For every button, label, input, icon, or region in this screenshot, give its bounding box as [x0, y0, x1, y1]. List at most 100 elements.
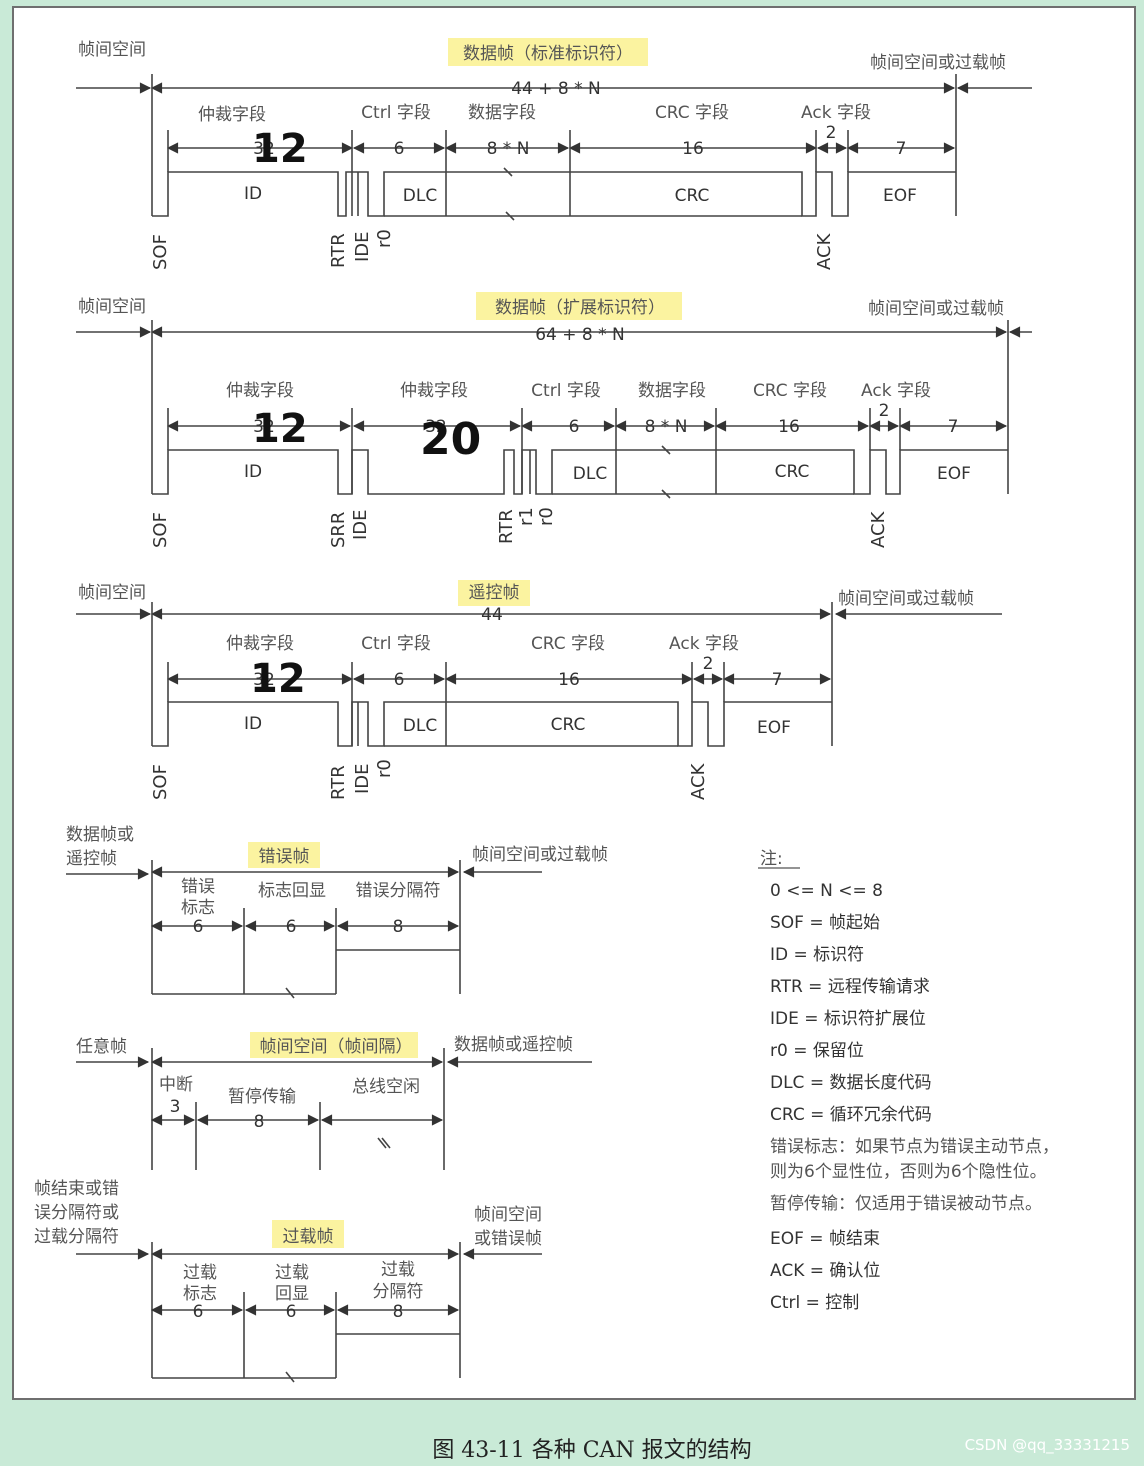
bits-arbitration: 32: [253, 670, 275, 690]
bit-sof: SOF: [150, 764, 171, 800]
note-line: RTR = 远程传输请求: [770, 977, 930, 997]
frame-interframe-text: 帧间空间（帧间隔） 任意帧 数据帧或遥控帧 中断 暂停传输 总线空闲 3 8: [76, 1035, 573, 1132]
box-dlc: DLC: [403, 716, 437, 736]
left-label: 帧间空间: [78, 40, 146, 60]
note-line: SOF = 帧起始: [770, 913, 880, 933]
frame-extended-data: [76, 292, 1032, 499]
bits-ack: 2: [879, 401, 890, 421]
box-crc: CRC: [551, 715, 586, 735]
bit-rtr: RTR: [328, 765, 349, 800]
note-line: EOF = 帧结束: [770, 1229, 880, 1249]
right-label: 帧间空间或过载帧: [870, 53, 1006, 73]
bits-arbitration-1: 32: [253, 417, 275, 437]
frame-title: 遥控帧: [469, 583, 520, 603]
field-crc: CRC 字段: [531, 634, 605, 654]
field-arbitration: 仲裁字段: [226, 634, 294, 654]
left-label: 帧间空间: [78, 297, 146, 317]
bits-overload-flag: 6: [193, 1302, 204, 1322]
box-dlc: DLC: [573, 464, 607, 484]
field-overload-flag-line-1: 过载: [183, 1263, 217, 1283]
bits-eof: 7: [896, 139, 907, 159]
bit-ide: IDE: [352, 763, 373, 794]
right-label-line-2: 或错误帧: [474, 1229, 542, 1249]
bits-data: 8 * N: [645, 417, 688, 437]
bits-data: 8 * N: [487, 139, 530, 159]
note-line: 错误标志：如果节点为错误主动节点，: [770, 1137, 1059, 1157]
bit-ack: ACK: [688, 762, 709, 800]
note-line: CRC = 循环冗余代码: [770, 1105, 932, 1125]
frame-standard-data: [76, 38, 1032, 221]
frame-overload: [76, 1220, 542, 1383]
field-intermission: 中断: [159, 1075, 193, 1095]
bits-ack: 2: [826, 123, 837, 143]
field-error-flag-line-1: 错误: [181, 877, 215, 897]
notes-title: 注:: [760, 849, 783, 869]
field-ack: Ack 字段: [669, 634, 739, 654]
handwritten-note: 12: [252, 126, 308, 172]
field-crc: CRC 字段: [655, 103, 729, 123]
frame-error: [66, 842, 542, 999]
note-line: r0 = 保留位: [770, 1041, 864, 1061]
bit-r0: r0: [536, 507, 557, 526]
bits-intermission: 3: [170, 1097, 181, 1117]
bit-rtr: RTR: [328, 233, 349, 268]
bits-overload-delimiter: 8: [393, 1302, 404, 1322]
field-crc: CRC 字段: [753, 381, 827, 401]
frame-interframe: [76, 1032, 592, 1170]
diagram-panel: 数据帧（标准标识符） 帧间空间 帧间空间或过载帧 44 + 8 * N 仲裁字段…: [12, 6, 1136, 1400]
left-label-line-2: 遥控帧: [66, 849, 117, 869]
right-label: 数据帧或遥控帧: [454, 1035, 573, 1055]
bits-crc: 16: [558, 670, 580, 690]
field-arbitration: 仲裁字段: [198, 105, 266, 125]
box-eof: EOF: [883, 186, 917, 206]
bits-ctrl: 6: [394, 670, 405, 690]
bit-ide: IDE: [350, 509, 371, 540]
box-id: ID: [244, 714, 262, 734]
bits-flag-echo: 6: [286, 917, 297, 937]
can-frame-diagram: 数据帧（标准标识符） 帧间空间 帧间空间或过载帧 44 + 8 * N 仲裁字段…: [34, 38, 1059, 1383]
bits-arbitration-2: 32: [425, 417, 447, 437]
box-crc: CRC: [775, 462, 810, 482]
field-bus-idle: 总线空闲: [352, 1077, 420, 1097]
field-arbitration-1: 仲裁字段: [226, 381, 294, 401]
bit-ack: ACK: [814, 232, 835, 270]
field-overload-echo-line-1: 过载: [275, 1263, 309, 1283]
field-error-flag-line-2: 标志: [181, 898, 215, 918]
field-flag-echo: 标志回显: [258, 881, 326, 901]
notes-legend: 注: 0 <= N <= 8 SOF = 帧起始 ID = 标识符 RTR = …: [758, 849, 1059, 1313]
frame-overload-text: 过载帧 帧结束或错 误分隔符或 过载分隔符 帧间空间 或错误帧 过载 标志 过载…: [34, 1179, 542, 1322]
box-id: ID: [244, 184, 262, 204]
bit-rtr: RTR: [496, 509, 517, 544]
note-line: ID = 标识符: [770, 945, 864, 965]
bit-sof: SOF: [150, 234, 171, 270]
field-ctrl: Ctrl 字段: [531, 381, 601, 401]
bit-ack: ACK: [868, 510, 889, 548]
left-label: 任意帧: [76, 1037, 127, 1057]
frame-title: 错误帧: [259, 847, 310, 867]
left-label-line-3: 过载分隔符: [34, 1227, 119, 1247]
box-dlc: DLC: [403, 186, 437, 206]
frame-standard-text: 数据帧（标准标识符） 帧间空间 帧间空间或过载帧 44 + 8 * N 仲裁字段…: [78, 40, 1006, 270]
note-line: 暂停传输：仅适用于错误被动节点。: [770, 1194, 1042, 1214]
note-line: IDE = 标识符扩展位: [770, 1009, 926, 1029]
frame-title: 数据帧（标准标识符）: [463, 44, 633, 64]
field-data: 数据字段: [468, 103, 536, 123]
bit-r1: r1: [516, 507, 537, 526]
field-ack: Ack 字段: [861, 381, 931, 401]
field-overload-flag-line-2: 标志: [183, 1284, 217, 1304]
left-label: 帧间空间: [78, 583, 146, 603]
handwritten-note-2: 20: [420, 414, 481, 465]
bits-ack: 2: [703, 654, 714, 674]
bits-ctrl: 6: [569, 417, 580, 437]
bits-suspend-transmission: 8: [254, 1112, 265, 1132]
frame-remote: [76, 580, 1002, 747]
bit-r0: r0: [374, 759, 395, 778]
bit-r0: r0: [374, 229, 395, 248]
right-label: 帧间空间或过载帧: [838, 589, 974, 609]
left-label-line-1: 数据帧或: [66, 825, 134, 845]
total-bits-label: 44 + 8 * N: [511, 79, 601, 99]
note-line: 0 <= N <= 8: [770, 881, 883, 901]
note-line: 则为6个显性位，否则为6个隐性位。: [770, 1162, 1047, 1182]
right-label: 帧间空间或过载帧: [472, 845, 608, 865]
total-bits-label: 44: [481, 605, 503, 625]
